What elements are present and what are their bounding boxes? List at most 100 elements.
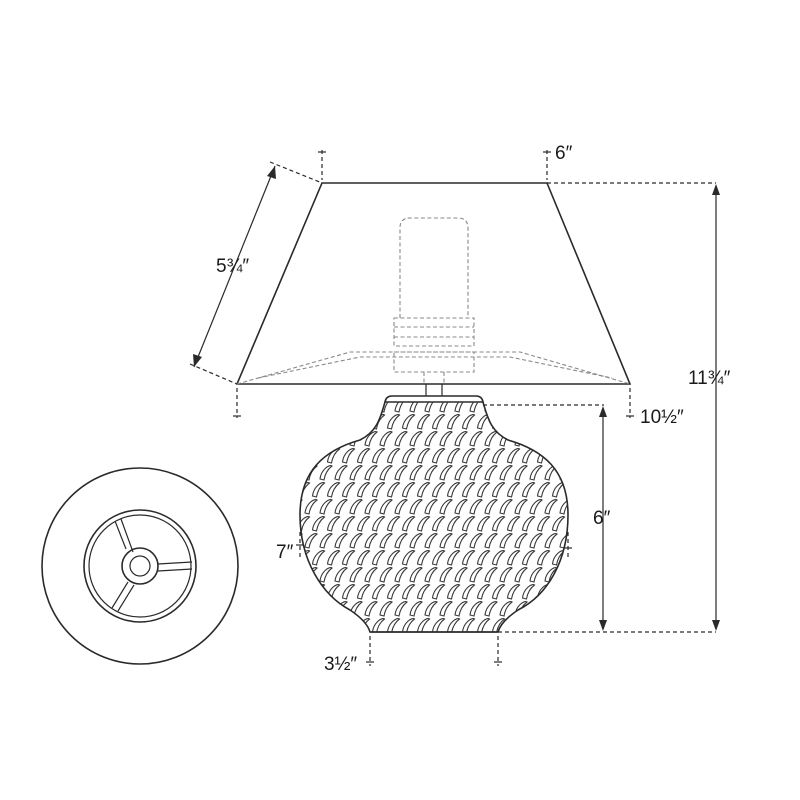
texture-scale xyxy=(499,465,513,481)
texture-scale xyxy=(491,448,506,464)
texture-scale xyxy=(349,402,363,413)
texture-scale xyxy=(431,414,446,430)
texture-scale xyxy=(529,465,543,481)
texture-scale xyxy=(536,482,551,498)
texture-scale xyxy=(386,516,401,532)
texture-scale xyxy=(311,550,326,566)
texture-scale xyxy=(394,431,408,447)
texture-scale xyxy=(575,500,587,514)
texture-scale xyxy=(416,482,431,498)
texture-scale xyxy=(461,482,476,498)
texture-scale xyxy=(476,584,491,600)
texture-scale xyxy=(300,601,303,617)
texture-scale xyxy=(425,636,437,650)
texture-scale xyxy=(514,533,528,549)
texture-scale xyxy=(304,499,318,515)
texture-scale xyxy=(311,516,326,532)
texture-scale xyxy=(394,402,408,413)
texture-scale xyxy=(514,465,528,481)
texture-scale xyxy=(401,516,416,532)
texture-scale xyxy=(439,402,453,413)
texture-scale xyxy=(566,516,568,532)
texture-scale xyxy=(566,584,568,600)
dim-shade-bottom: 10½″ xyxy=(233,388,684,428)
top-view-socket-hole xyxy=(129,555,151,577)
texture-scale xyxy=(424,567,438,583)
texture-scale xyxy=(461,516,476,532)
texture-scale xyxy=(341,618,356,632)
texture-scale xyxy=(536,584,551,600)
top-view-shade-outer xyxy=(41,467,239,665)
texture-scale xyxy=(491,516,506,532)
texture-scale xyxy=(461,550,476,566)
texture-scale xyxy=(476,618,491,632)
texture-scale xyxy=(401,414,416,430)
texture-scale xyxy=(484,465,498,481)
texture-scale xyxy=(416,550,431,566)
top-view xyxy=(41,467,239,665)
texture-scale xyxy=(461,414,476,430)
texture-scale xyxy=(521,550,536,566)
texture-scale xyxy=(484,567,498,583)
texture-scale xyxy=(491,584,506,600)
texture-scale xyxy=(386,482,401,498)
texture-scale xyxy=(506,414,521,430)
texture-scale xyxy=(544,601,558,617)
texture-scale xyxy=(394,465,408,481)
texture-scale xyxy=(311,482,326,498)
texture-scale xyxy=(409,465,423,481)
texture-scale xyxy=(356,516,371,532)
harp-spider xyxy=(236,351,631,385)
texture-scale xyxy=(484,499,498,515)
texture-scale xyxy=(544,533,558,549)
texture-scale xyxy=(559,499,568,515)
texture-scale xyxy=(446,550,461,566)
texture-scale xyxy=(300,584,311,600)
texture-scale xyxy=(506,448,521,464)
texture-scale xyxy=(386,448,401,464)
texture-scale xyxy=(304,431,318,447)
texture-scale xyxy=(371,550,386,566)
texture-scale xyxy=(566,414,568,430)
dim-overall-height: 11¾″ xyxy=(498,182,731,633)
texture-scale xyxy=(416,584,431,600)
texture-scale xyxy=(379,499,393,515)
texture-scale xyxy=(439,567,453,583)
texture-scale xyxy=(364,431,378,447)
texture-scale xyxy=(311,414,326,430)
texture-scale xyxy=(394,567,408,583)
texture-scale xyxy=(529,431,543,447)
texture-scale xyxy=(320,636,332,650)
texture-scale xyxy=(544,465,558,481)
hidden-socket xyxy=(236,217,631,385)
texture-scale xyxy=(379,533,393,549)
texture-scale xyxy=(386,414,401,430)
texture-scale xyxy=(470,636,482,650)
texture-scale xyxy=(364,465,378,481)
lamp-shade xyxy=(235,182,632,385)
texture-scale xyxy=(424,402,438,413)
texture-scale xyxy=(326,550,341,566)
texture-scale xyxy=(476,482,491,498)
texture-scale xyxy=(461,448,476,464)
texture-scale xyxy=(431,482,446,498)
texture-scale xyxy=(300,448,311,464)
texture-scale xyxy=(439,431,453,447)
texture-scale xyxy=(401,618,416,632)
texture-scale xyxy=(529,533,543,549)
texture-scale xyxy=(536,414,551,430)
texture-scale xyxy=(364,533,378,549)
texture-scale xyxy=(545,636,557,650)
texture-scale xyxy=(401,584,416,600)
texture-scale xyxy=(386,618,401,632)
texture-scale xyxy=(536,516,551,532)
lamp-base-body xyxy=(299,401,587,650)
texture-scale xyxy=(514,567,528,583)
texture-scale xyxy=(326,516,341,532)
texture-scale xyxy=(431,618,446,632)
texture-scale xyxy=(521,482,536,498)
texture-scale xyxy=(416,448,431,464)
texture-scale xyxy=(446,448,461,464)
texture-scale xyxy=(575,568,587,582)
texture-scale xyxy=(300,402,303,413)
